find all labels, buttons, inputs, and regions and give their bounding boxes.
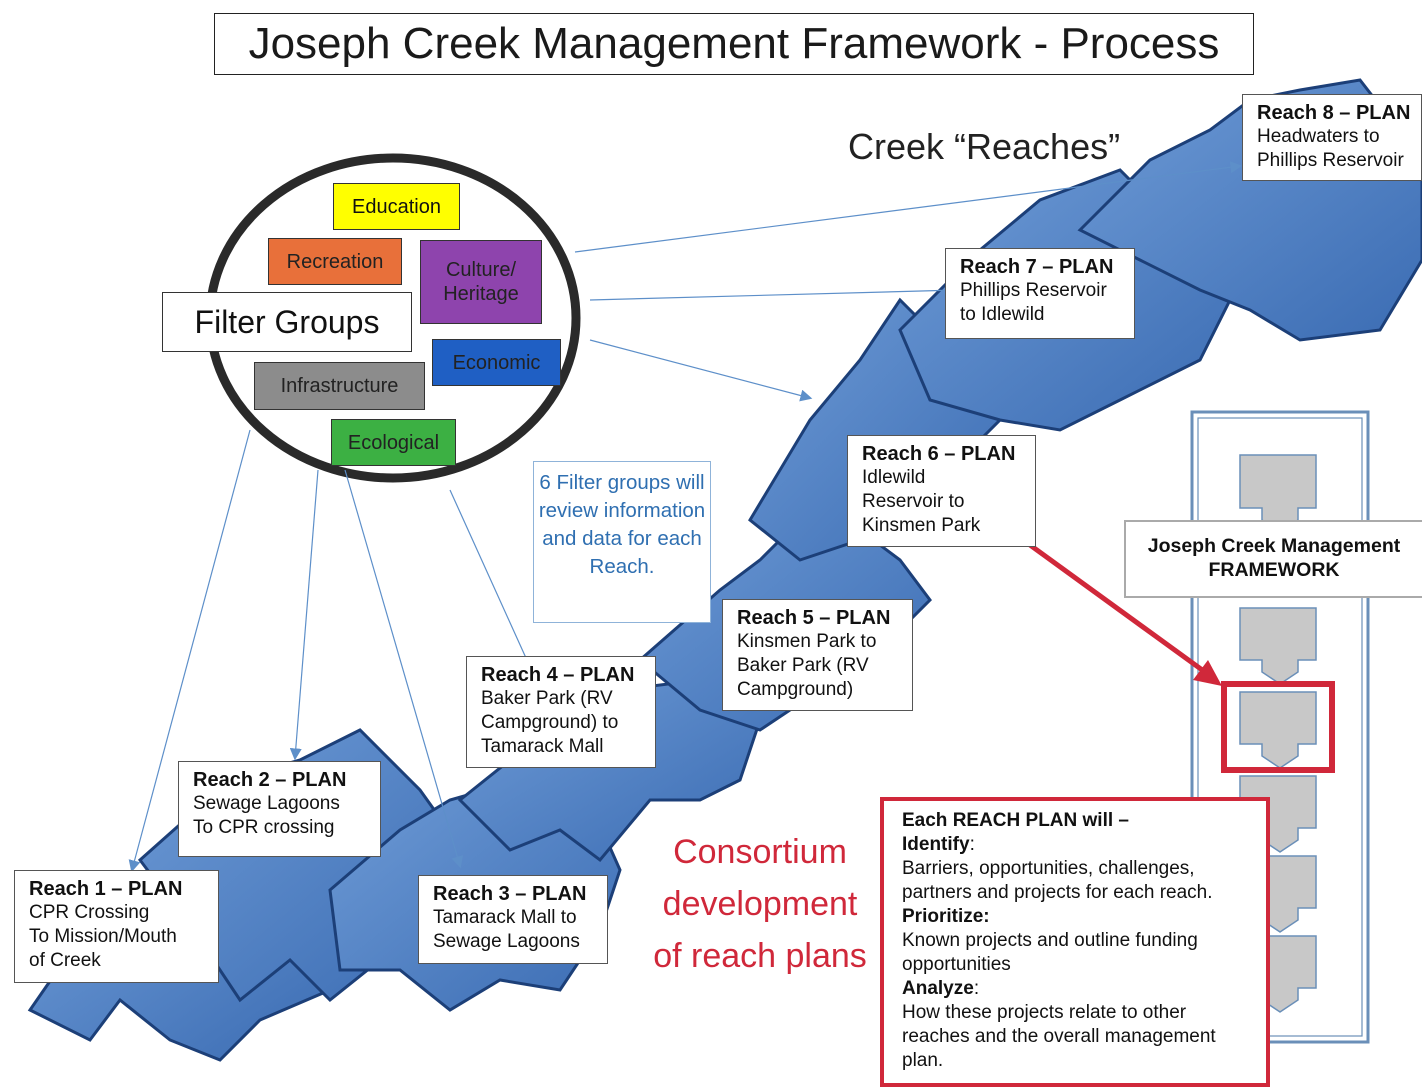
reach-2-title: Reach 2 – PLAN — [193, 769, 347, 791]
filter-connectors — [128, 161, 1243, 873]
consortium-line: of reach plans — [653, 937, 867, 975]
consortium-text: Consortium development of reach plans — [640, 826, 880, 982]
identify-label: Identify — [902, 834, 970, 855]
analyze-label: Analyze — [902, 978, 974, 999]
reach-5-title: Reach 5 – PLAN — [737, 607, 891, 629]
framework-frame — [1190, 410, 1370, 1044]
analyze-text: How these projects relate to other reach… — [902, 1002, 1216, 1071]
reach-5-line: Baker Park (RV — [737, 655, 869, 676]
reach-plan-box: Each REACH PLAN will – Identify: Barrier… — [880, 797, 1270, 1087]
filter-group-ecological: Ecological — [331, 419, 456, 466]
connector-reach8 — [574, 161, 1243, 253]
reach-1-line: CPR Crossing — [29, 902, 150, 923]
connector-reach1 — [128, 429, 251, 873]
reach-1-plan: Reach 1 – PLAN CPR Crossing To Mission/M… — [14, 870, 219, 983]
reach-1-line: To Mission/Mouth — [29, 926, 177, 947]
filter-group-economic: Economic — [432, 339, 561, 386]
reach-4-title: Reach 4 – PLAN — [481, 664, 635, 686]
reach-7-title: Reach 7 – PLAN — [960, 256, 1114, 278]
reach6-highlight-arrow — [1028, 542, 1207, 675]
reach-8-plan: Reach 8 – PLAN Headwaters to Phillips Re… — [1242, 94, 1422, 181]
reach-6-line: Reservoir to — [862, 491, 965, 512]
reach-5-line: Campground) — [737, 679, 854, 700]
filter-group-recreation: Recreation — [268, 238, 402, 285]
consortium-line: development — [662, 885, 858, 923]
reach-3-plan: Reach 3 – PLAN Tamarack Mall to Sewage L… — [418, 875, 608, 964]
reach-7-line: Phillips Reservoir — [960, 280, 1107, 301]
reach-8-line: Phillips Reservoir — [1257, 150, 1404, 171]
framework-highlight — [1221, 681, 1335, 773]
filter-groups-label: Filter Groups — [162, 292, 412, 352]
reach-7-plan: Reach 7 – PLAN Phillips Reservoir to Idl… — [945, 248, 1135, 339]
filter-groups-note: 6 Filter groups will review information … — [533, 461, 711, 623]
connector-reach2 — [289, 469, 319, 761]
reach-2-line: Sewage Lagoons — [193, 793, 340, 814]
framework-label: Joseph Creek Management FRAMEWORK — [1124, 520, 1422, 598]
reach-5-line: Kinsmen Park to — [737, 631, 877, 652]
reach-6-plan: Reach 6 – PLAN Idlewild Reservoir to Kin… — [847, 435, 1036, 547]
reach-5-plan: Reach 5 – PLAN Kinsmen Park to Baker Par… — [722, 599, 913, 711]
prioritize-label: Prioritize: — [902, 906, 990, 927]
reaches-label: Creek “Reaches” — [848, 126, 1121, 167]
consortium-line: Consortium — [673, 833, 847, 871]
reach-3-line: Sewage Lagoons — [433, 931, 580, 952]
reach-4-line: Tamarack Mall — [481, 736, 604, 757]
connector-reach6 — [589, 339, 813, 402]
reach-plan-heading: Each REACH PLAN will – — [902, 810, 1129, 831]
reach-7-line: to Idlewild — [960, 304, 1045, 325]
reach-1-line: of Creek — [29, 950, 101, 971]
reach-3-line: Tamarack Mall to — [433, 907, 577, 928]
reach-2-line: To CPR crossing — [193, 817, 335, 838]
reach6-highlight-arrowhead — [1193, 660, 1222, 686]
reach-6-line: Idlewild — [862, 467, 926, 488]
reach-8-title: Reach 8 – PLAN — [1257, 102, 1411, 124]
prioritize-text: Known projects and outline funding oppor… — [902, 930, 1198, 975]
connector-reach3 — [344, 469, 464, 869]
framework-step-2 — [1239, 607, 1317, 685]
framework-label-line: FRAMEWORK — [1208, 559, 1340, 581]
framework-step-3 — [1239, 691, 1317, 769]
reach-2-plan: Reach 2 – PLAN Sewage Lagoons To CPR cro… — [178, 761, 381, 857]
reach-4-plan: Reach 4 – PLAN Baker Park (RV Campground… — [466, 656, 656, 768]
filter-group-culture-heritage: Culture/ Heritage — [420, 240, 542, 324]
reach-3-title: Reach 3 – PLAN — [433, 883, 587, 905]
filter-group-infrastructure: Infrastructure — [254, 362, 425, 410]
reach-4-line: Campground) to — [481, 712, 619, 733]
connector-reach7 — [589, 284, 961, 301]
page-title: Joseph Creek Management Framework - Proc… — [214, 13, 1254, 75]
reach-6-line: Kinsmen Park — [862, 515, 981, 536]
reach-4-line: Baker Park (RV — [481, 688, 613, 709]
identify-text: Barriers, opportunities, challenges, par… — [902, 858, 1213, 903]
reach-8-line: Headwaters to — [1257, 126, 1380, 147]
reach-6-title: Reach 6 – PLAN — [862, 443, 1016, 465]
filter-group-education: Education — [333, 183, 460, 230]
reach-1-title: Reach 1 – PLAN — [29, 878, 183, 900]
framework-label-line: Joseph Creek Management — [1147, 535, 1401, 557]
